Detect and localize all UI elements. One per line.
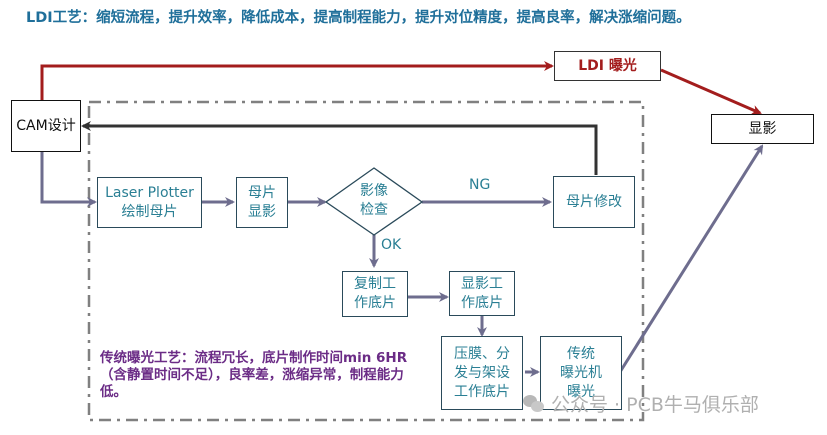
node-copy-film-line1: 复制工: [354, 276, 396, 292]
traditional-process-boundary: [87, 100, 645, 422]
inspect-decision-diamond: [324, 167, 424, 236]
node-ldi-exposure: LDI 曝光: [554, 51, 661, 81]
watermark: 公众号 · PCB牛马俱乐部: [523, 390, 759, 417]
node-master-develop-line1: 母片: [248, 184, 276, 201]
node-trad-expose-line1: 传统: [567, 345, 595, 362]
node-laser-plotter-line2: 绘制母片: [121, 203, 178, 220]
diagram-title: LDI工艺：缩短流程，提升效率，降低成本，提高制程能力，提升对位精度，提高良率，…: [26, 10, 691, 26]
edge-cam-to-laser: [40, 152, 97, 207]
node-laser-plotter-line1: Laser Plotter: [105, 184, 194, 201]
node-cam-design: CAM设计: [11, 100, 81, 152]
node-trad-expose-line2: 曝光机: [560, 364, 602, 381]
node-trad-expose-line3: 曝光: [567, 383, 595, 400]
node-laser-plotter: Laser Plotter 绘制母片: [97, 177, 202, 228]
node-develop-film-line1: 显影工: [461, 275, 503, 292]
node-develop: 显影: [711, 114, 814, 144]
node-cam-label: CAM设计: [16, 118, 76, 134]
node-inspect-line1: 影像: [360, 183, 388, 199]
node-develop-film-line2: 作底片: [461, 294, 503, 311]
watermark-text: 公众号 · PCB牛马俱乐部: [551, 394, 759, 416]
edge-ldi-to-develop: [660, 68, 762, 115]
node-master-repair: 母片修改: [553, 176, 635, 228]
node-develop-film: 显影工 作底片: [449, 271, 515, 316]
traditional-process-note: 传统曝光工艺：流程冗长，底片制作时间min 6HR（含静置时间不足），良率差，涨…: [100, 350, 408, 400]
node-develop-label: 显影: [748, 120, 777, 137]
node-lamination-line2: 发与架设: [454, 364, 510, 381]
node-master-develop: 母片 显影: [236, 177, 288, 228]
edge-trad-expose-to-develop: [618, 144, 764, 373]
edge-label-ng: NG: [469, 177, 491, 193]
edge-cam-to-ldi: [40, 61, 554, 100]
node-lamination: 压膜、分 发与架设 工作底片: [441, 336, 523, 410]
node-ldi-label: LDI 曝光: [578, 57, 637, 74]
node-inspect-line2: 检查: [360, 202, 388, 218]
node-master-repair-label: 母片修改: [566, 193, 622, 210]
node-lamination-line1: 压膜、分: [454, 345, 510, 362]
node-master-develop-line2: 显影: [248, 203, 276, 220]
edge-label-ok: OK: [381, 237, 402, 253]
edge-repair-to-cam: [81, 121, 598, 175]
wechat-icon: [523, 394, 545, 413]
node-copy-film: 复制工 作底片: [342, 271, 408, 317]
node-traditional-exposure: 传统 曝光机 曝光: [540, 336, 622, 410]
node-copy-film-line2: 作底片: [354, 295, 396, 311]
node-lamination-line3: 工作底片: [454, 383, 510, 400]
node-inspect: 影像 检查: [344, 182, 404, 220]
